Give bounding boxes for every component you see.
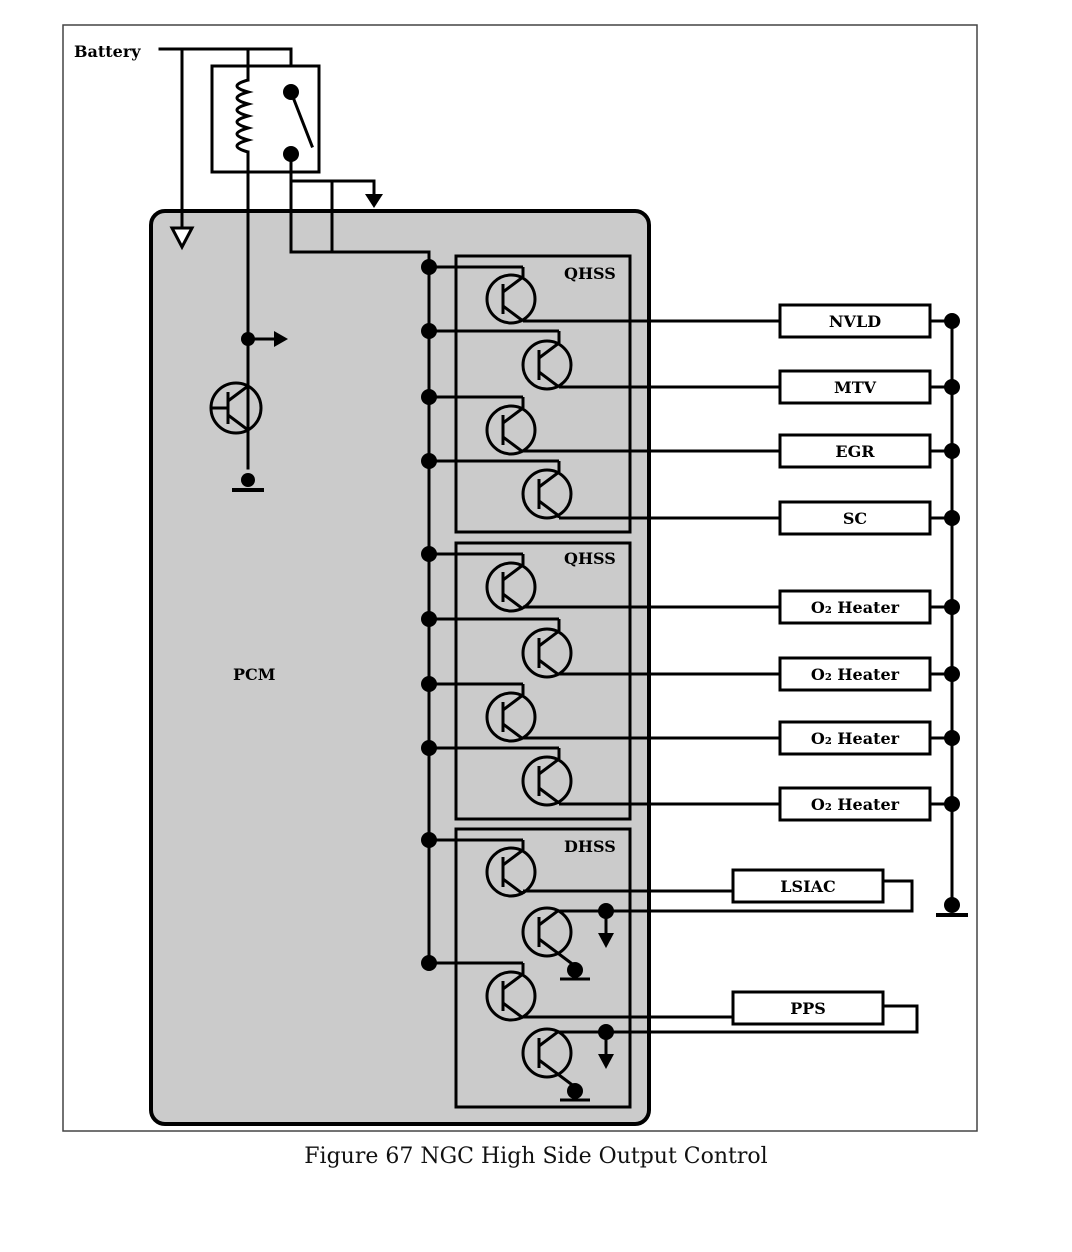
qhss-transistor-icon: [485, 273, 537, 325]
qhss-transistor-icon: [485, 404, 537, 456]
dhss-low-side-transistor-icon: [521, 906, 573, 958]
load-pps: PPS: [731, 990, 885, 1026]
ground-bus-node: [944, 313, 960, 329]
load-label-o2-heater-4: O₂ Heater: [811, 795, 900, 814]
load-label-o2-heater-2: O₂ Heater: [811, 665, 900, 684]
qhss-transistor-icon: [485, 691, 537, 743]
relay-driver-ground-node: [241, 473, 255, 487]
low-side-ground-node: [567, 1083, 583, 1099]
load-label-nvld: NVLD: [829, 312, 881, 331]
ground-bus-node: [944, 443, 960, 459]
block-label-qhss-1: QHSS: [564, 264, 616, 283]
load-label-lsiac: LSIAC: [780, 877, 835, 896]
battery-sense-arrow: [169, 226, 195, 251]
ground-bus-node: [944, 897, 960, 913]
pcm-label: PCM: [233, 665, 275, 684]
load-label-pps: PPS: [790, 999, 826, 1018]
load-label-mtv: MTV: [834, 378, 877, 397]
relay-output-arrow: [365, 194, 383, 208]
dhss-high-side-transistor-icon: [485, 970, 537, 1022]
qhss-transistor-icon: [521, 627, 573, 679]
relay-driver-sense-arrow: [274, 331, 288, 347]
block-label-dhss: DHSS: [564, 837, 616, 856]
ground-bus-node: [944, 379, 960, 395]
dhss-low-side-transistor-icon: [521, 1027, 573, 1079]
load-o2-heater-3: O₂ Heater: [778, 720, 932, 756]
qhss-transistor-icon: [521, 339, 573, 391]
lsiac-return-loop: [604, 879, 914, 913]
load-label-sc: SC: [843, 509, 867, 528]
load-mtv: MTV: [778, 369, 932, 405]
ground-bus-node: [944, 599, 960, 615]
pps-return-loop: [604, 1004, 919, 1034]
ground-bus-node: [944, 796, 960, 812]
load-o2-heater-4: O₂ Heater: [778, 786, 932, 822]
qhss-block-2: [454, 541, 632, 821]
ground-bus-node: [944, 666, 960, 682]
block-label-qhss-2: QHSS: [564, 549, 616, 568]
qhss-transistor-icon: [485, 561, 537, 613]
relay-output-branch: [289, 179, 376, 196]
low-side-sense-arrow: [598, 933, 614, 948]
load-o2-heater-2: O₂ Heater: [778, 656, 932, 692]
dhss-high-side-transistor-icon: [485, 846, 537, 898]
load-egr: EGR: [778, 433, 932, 469]
qhss-transistor-icon: [521, 755, 573, 807]
load-label-o2-heater-1: O₂ Heater: [811, 598, 900, 617]
ground-bus-node: [944, 730, 960, 746]
dhss-block: [454, 827, 632, 1109]
load-label-o2-heater-3: O₂ Heater: [811, 729, 900, 748]
qhss-block-1: [454, 254, 632, 534]
ground-bus-node: [944, 510, 960, 526]
load-o2-heater-1: O₂ Heater: [778, 589, 932, 625]
relay-switch-arm: [289, 90, 314, 148]
low-side-ground-node: [567, 962, 583, 978]
low-side-sense-arrow: [598, 1054, 614, 1069]
relay-driver-transistor-icon: [209, 381, 263, 435]
battery-label: Battery: [74, 42, 141, 61]
relay-coil-icon: [235, 78, 254, 154]
load-label-egr: EGR: [835, 442, 875, 461]
figure-caption: Figure 67 NGC High Side Output Control: [304, 1144, 768, 1169]
load-lsiac: LSIAC: [731, 868, 885, 904]
load-sc: SC: [778, 500, 932, 536]
relay-output-wire: [289, 152, 431, 965]
load-nvld: NVLD: [778, 303, 932, 339]
qhss-transistor-icon: [521, 468, 573, 520]
driver-channels: [421, 259, 960, 1102]
